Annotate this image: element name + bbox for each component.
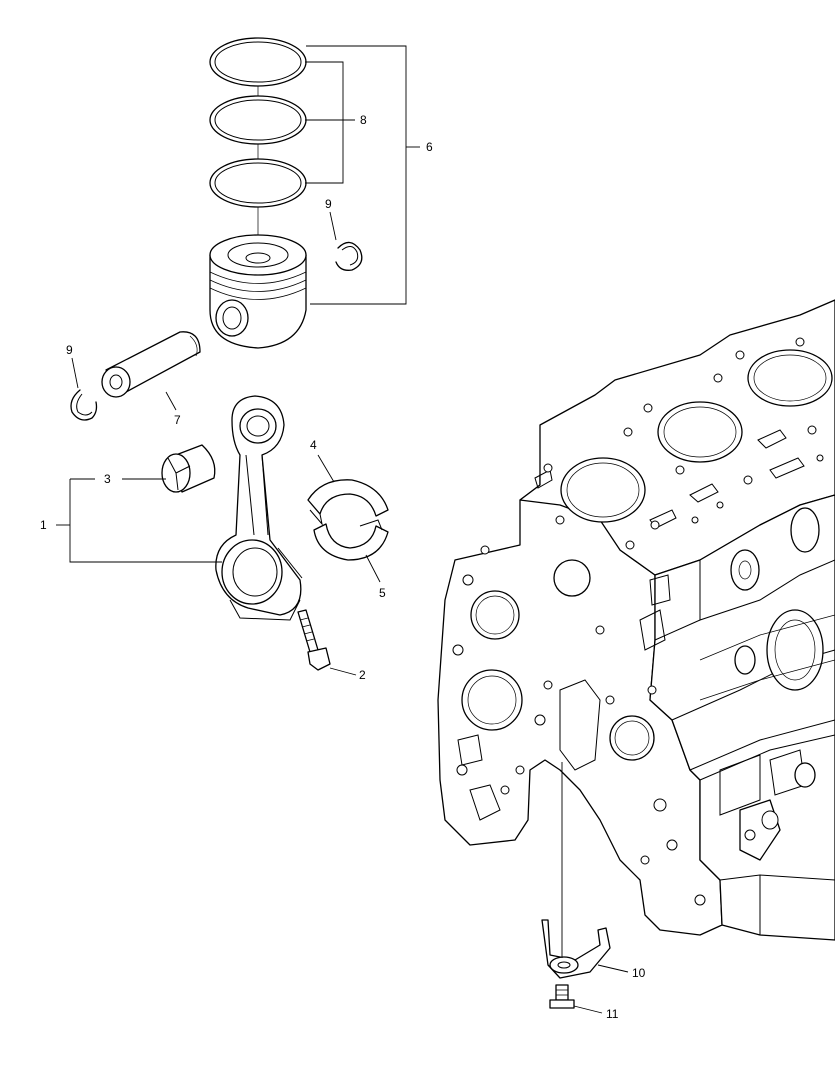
callout-2: 2: [359, 668, 366, 682]
callout-9-right: 9: [325, 197, 332, 211]
connecting-rod: [215, 395, 303, 621]
callout-7: 7: [174, 413, 181, 427]
callout-labels: 1 2 3 4 5 6 7 8 9 9 10 11: [40, 113, 646, 1021]
callout-6: 6: [426, 140, 433, 154]
piston: [209, 234, 307, 349]
oil-jet: [541, 919, 611, 979]
oil-jet-bolt: [549, 984, 575, 1009]
engine-block: [437, 299, 835, 941]
callout-5: 5: [379, 586, 386, 600]
piston-ring-top: [209, 37, 307, 87]
callout-10: 10: [632, 966, 646, 980]
callout-1: 1: [40, 518, 47, 532]
callout-8: 8: [360, 113, 367, 127]
callout-11: 11: [606, 1007, 619, 1021]
callout-3: 3: [104, 472, 111, 486]
callout-4: 4: [310, 438, 317, 452]
circlip-left: [70, 389, 98, 421]
callout-9-left: 9: [66, 343, 73, 357]
upper-bearing-shell: [307, 479, 389, 526]
lower-bearing-shell: [313, 519, 389, 561]
piston-ring-oil: [209, 158, 307, 208]
circlip-right: [335, 241, 363, 271]
rod-bolt: [297, 609, 331, 671]
piston-pin: [101, 331, 201, 398]
leader-lines: [56, 45, 629, 1014]
small-end-bushing: [161, 444, 216, 493]
piston-ring-middle: [209, 95, 307, 145]
